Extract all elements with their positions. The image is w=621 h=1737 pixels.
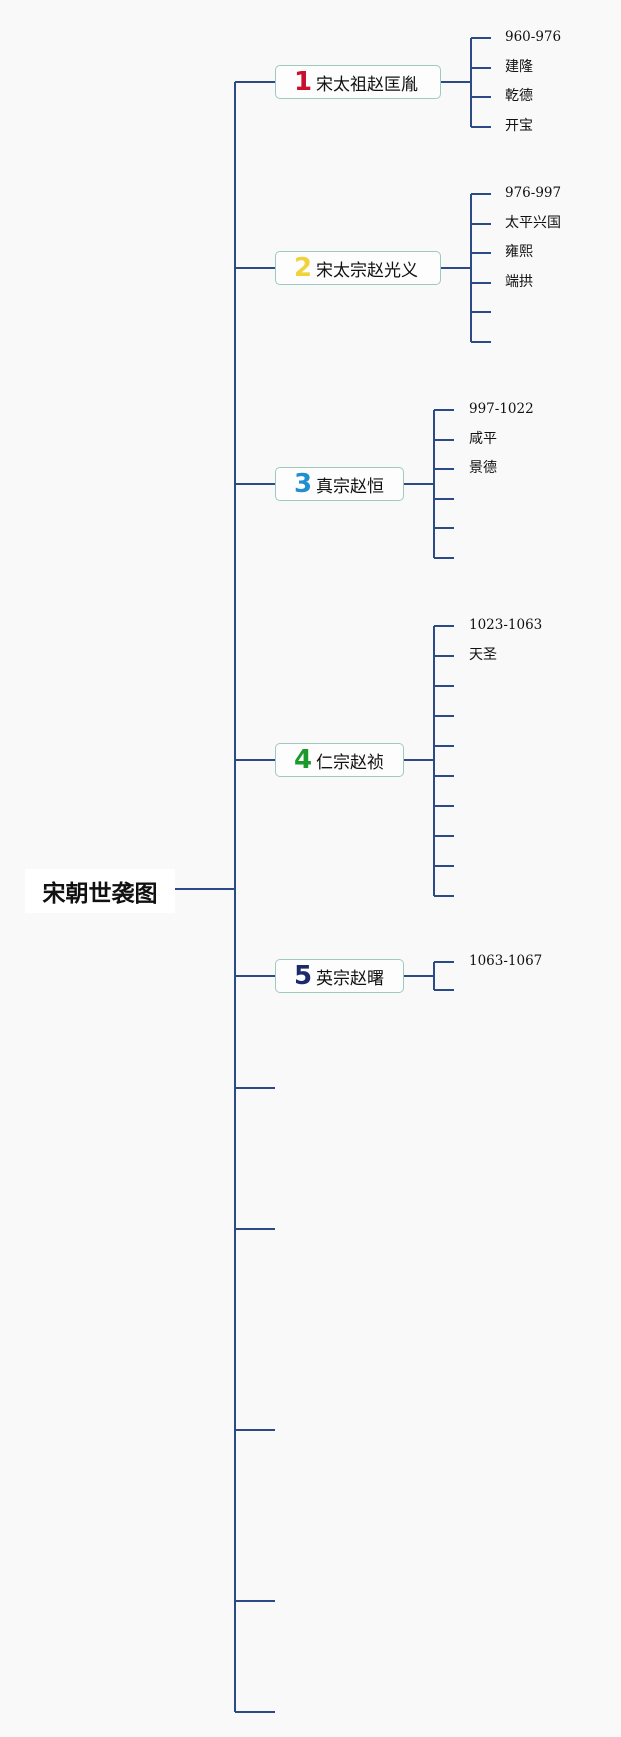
emperor-number-icon: 2	[294, 253, 313, 283]
reign-years[interactable]: 976-997	[505, 185, 562, 201]
emperor-name: 仁宗赵祯	[316, 752, 384, 773]
era-name[interactable]: 太平兴国	[505, 215, 561, 231]
emperor-number-icon: 1	[294, 67, 313, 97]
era-name[interactable]: 建隆	[505, 59, 533, 75]
emperor-number-icon: 4	[294, 745, 313, 775]
root-node[interactable]: 宋朝世袭图	[25, 869, 175, 913]
reign-years[interactable]: 960-976	[505, 29, 562, 45]
emperor-number-icon: 5	[294, 961, 313, 991]
era-name[interactable]: 咸平	[469, 431, 497, 447]
reign-years[interactable]: 1023-1063	[469, 617, 543, 633]
reign-years[interactable]: 997-1022	[469, 401, 534, 417]
emperor-number-icon: 3	[294, 469, 313, 499]
reign-years[interactable]: 1063-1067	[469, 953, 543, 969]
era-name[interactable]: 开宝	[505, 118, 533, 134]
era-name[interactable]: 乾德	[505, 88, 533, 104]
era-name[interactable]: 景德	[469, 460, 497, 476]
emperor-name: 英宗赵曙	[316, 968, 384, 989]
emperor-name: 宋太祖赵匡胤	[316, 74, 418, 95]
emperor-name: 真宗赵恒	[316, 476, 384, 497]
era-name[interactable]: 端拱	[505, 274, 533, 290]
era-name[interactable]: 天圣	[469, 647, 497, 663]
era-name[interactable]: 雍熙	[505, 244, 533, 260]
root-title: 宋朝世袭图	[42, 881, 158, 907]
emperor-name: 宋太宗赵光义	[316, 260, 418, 281]
